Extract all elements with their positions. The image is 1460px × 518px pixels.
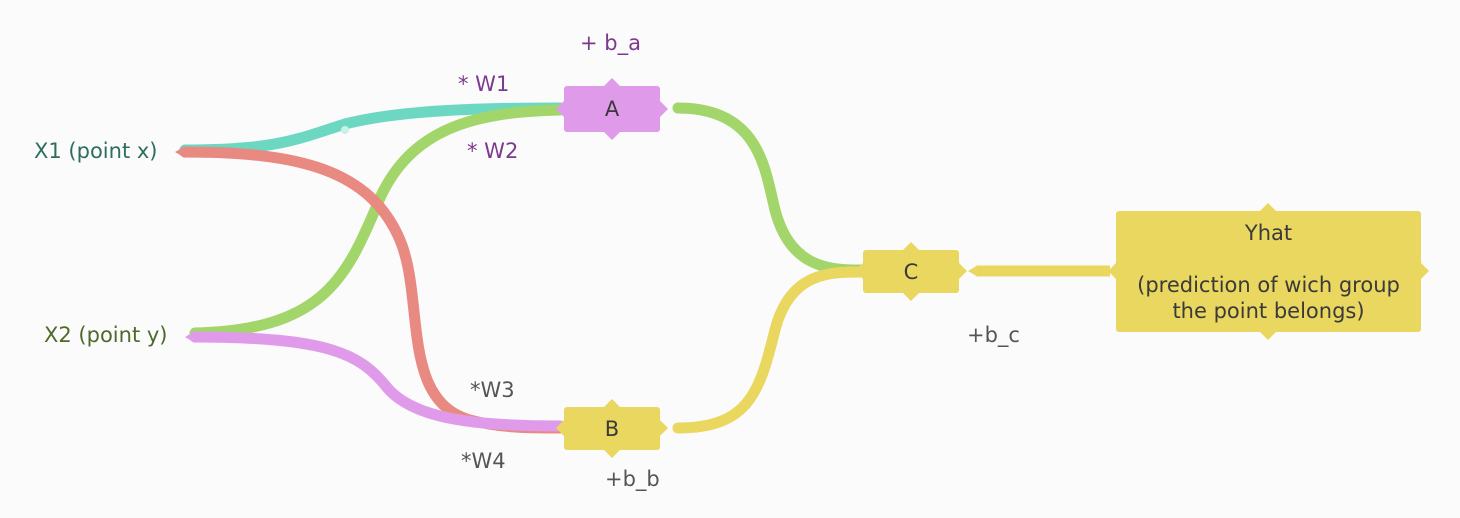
edge-x2-a	[189, 104, 566, 339]
node-a-left-handle[interactable]	[548, 101, 564, 117]
node-yhat-bottom-handle[interactable]	[1260, 332, 1276, 348]
node-c-top-handle[interactable]	[903, 234, 919, 250]
weight-w3-label: *W3	[470, 378, 515, 402]
node-b-right-handle[interactable]	[660, 420, 676, 436]
weight-w4-label: *W4	[461, 449, 506, 473]
node-c-bottom-handle[interactable]	[903, 293, 919, 309]
node-a-wrapper[interactable]: A	[556, 78, 668, 140]
node-yhat-top-handle[interactable]	[1260, 195, 1276, 211]
edge-x1-a	[179, 102, 566, 156]
node-b-top-handle[interactable]	[604, 391, 620, 407]
node-c-right-handle[interactable]	[959, 263, 975, 279]
node-a-bottom-handle[interactable]	[604, 132, 620, 148]
node-c-left-handle[interactable]	[847, 263, 863, 279]
node-yhat-left-handle[interactable]	[1100, 263, 1116, 279]
c-out-anchor	[968, 265, 983, 277]
node-b-bottom-handle[interactable]	[604, 450, 620, 466]
node-yhat-wrapper[interactable]: Yhat (prediction of wich group the point…	[1108, 203, 1429, 340]
teal-dot	[341, 126, 349, 134]
node-a-top-handle[interactable]	[604, 70, 620, 86]
edge-x2-b	[189, 331, 566, 432]
node-b-left-handle[interactable]	[548, 420, 564, 436]
node-c[interactable]: C	[863, 250, 959, 293]
x2-anchor	[185, 331, 200, 343]
edge-b-c	[672, 266, 866, 434]
bias-a-label: + b_a	[580, 31, 641, 55]
x1-anchor	[175, 146, 190, 158]
input-x1-label[interactable]: X1 (point x)	[34, 139, 158, 163]
weight-w1-label: * W1	[458, 72, 510, 96]
node-c-wrapper[interactable]: C	[855, 242, 967, 301]
bias-c-label: +b_c	[967, 323, 1020, 347]
node-a[interactable]: A	[564, 86, 660, 132]
input-x2-label[interactable]: X2 (point y)	[44, 323, 168, 347]
node-a-right-handle[interactable]	[660, 101, 676, 117]
weight-w2-label: * W2	[467, 139, 519, 163]
bias-b-label: +b_b	[605, 467, 660, 491]
node-yhat-right-handle[interactable]	[1421, 263, 1437, 279]
node-yhat[interactable]: Yhat (prediction of wich group the point…	[1116, 211, 1421, 332]
node-b[interactable]: B	[564, 407, 660, 450]
edge-a-c	[672, 102, 866, 276]
node-b-wrapper[interactable]: B	[556, 399, 668, 458]
